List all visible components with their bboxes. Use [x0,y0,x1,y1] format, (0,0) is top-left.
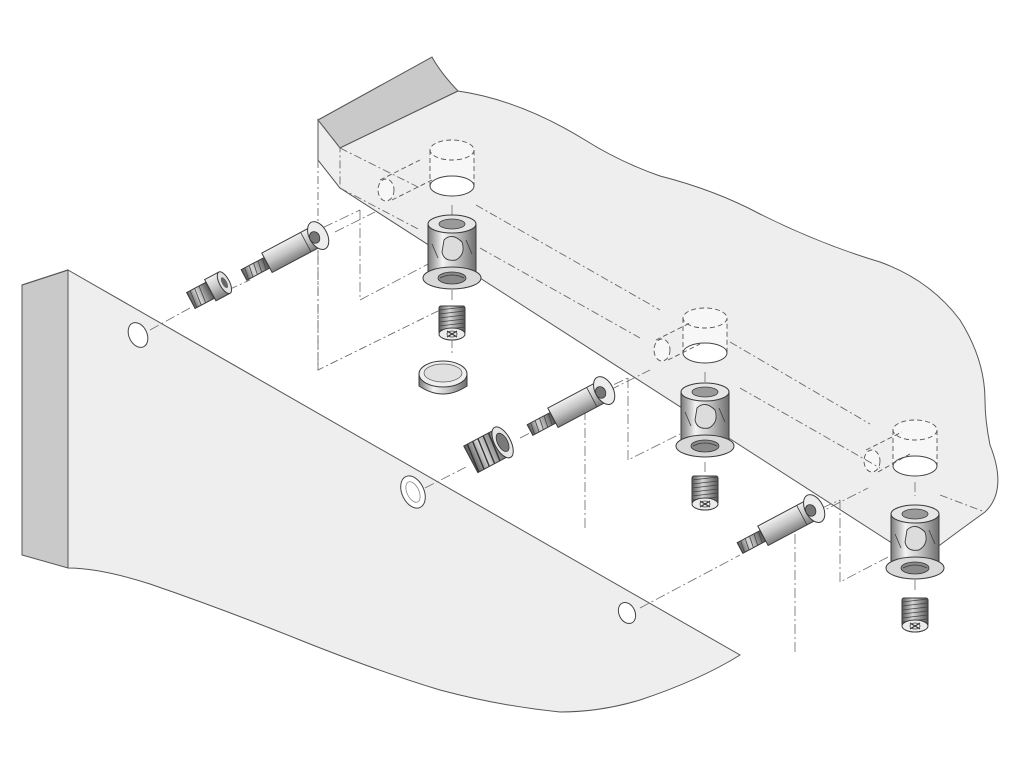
lower-panel [21,269,741,713]
joint-3-fittings [732,490,945,633]
cam-housing-3 [885,504,945,580]
panel-hole-3 [617,601,637,625]
upper-panel-top-face [317,90,999,553]
panel-hole-1 [127,322,149,348]
cam-housing-2 [675,382,735,458]
connecting-bolt-2 [522,372,620,444]
cover-cap [418,360,468,395]
set-screw-2 [691,475,719,511]
joint-1-fittings [185,214,482,395]
upper-panel-bores [377,139,938,477]
cam-bore-3 [892,455,938,477]
joint-2-fittings [463,372,735,511]
cam-bore-2 [682,342,728,364]
set-screw-3 [901,597,929,633]
set-screw-1 [438,305,466,341]
cam-bore-1 [429,175,475,197]
threaded-insert-small [185,271,233,310]
bolt-bore-1 [377,178,395,202]
bolt-bore-2 [653,338,671,362]
lower-panel-end-face [21,269,69,569]
connecting-bolt-1 [236,217,334,289]
cam-housing-1 [422,214,482,290]
upper-panel [317,56,999,553]
connecting-bolt-3 [732,490,830,562]
threaded-insert-large [463,426,514,474]
bolt-bore-3 [863,449,881,473]
